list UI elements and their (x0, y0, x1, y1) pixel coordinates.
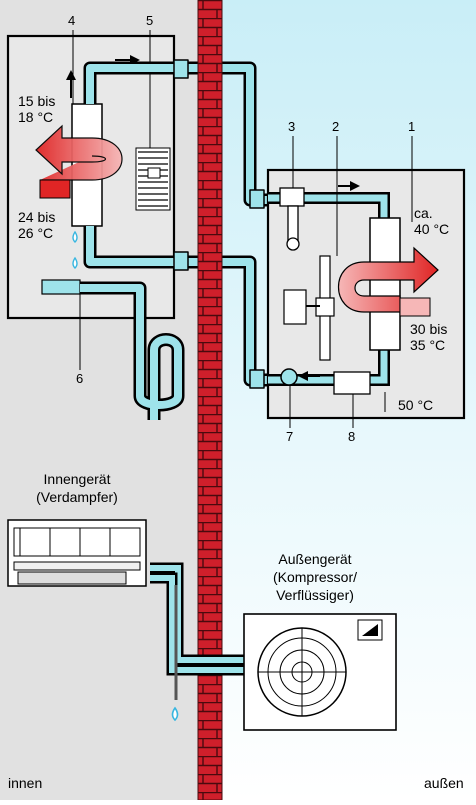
temp-condenser-in-1: ca. (414, 205, 433, 221)
label-3: 3 (288, 119, 296, 134)
label-5: 5 (146, 13, 154, 28)
motor-icon (283, 255, 335, 361)
side-label-outside: außen (424, 775, 464, 791)
temp-outdoor-air-2: 35 °C (410, 337, 446, 353)
temp-indoor-outlet-2: 18 °C (18, 109, 54, 125)
temp-outdoor-exhaust: 50 °C (398, 397, 434, 413)
label-7: 7 (286, 429, 294, 444)
indoor-unit-schematic (6, 30, 176, 370)
label-4: 4 (68, 13, 76, 28)
compressor-icon (279, 187, 305, 251)
label-6: 6 (76, 371, 84, 386)
refrigerant-pipes (80, 59, 300, 420)
brick-wall (197, 0, 223, 801)
label-2: 2 (332, 119, 340, 134)
label-1: 1 (408, 119, 416, 134)
label-8: 8 (348, 429, 356, 444)
side-label-inside: innen (8, 775, 43, 791)
indoor-unit-title-2: (Verdampfer) (36, 489, 118, 505)
temp-condenser-in-2: 40 °C (414, 221, 450, 237)
temp-indoor-outlet-1: 15 bis (18, 93, 56, 109)
outdoor-unit-title-2: (Kompressor/ (272, 569, 358, 585)
outdoor-airflow-arrow (338, 246, 439, 313)
outdoor-unit-title-3: Verflüssiger) (276, 587, 354, 603)
outdoor-unit-schematic (266, 136, 466, 428)
water-drop-icon (171, 706, 179, 722)
temp-indoor-inlet-2: 26 °C (18, 225, 54, 241)
indoor-airflow-arrow (35, 124, 123, 181)
filter-dryer-icon (333, 371, 371, 395)
water-drop-icon (72, 256, 78, 269)
temp-outdoor-air-1: 30 bis (410, 321, 448, 337)
expansion-valve-icon (280, 368, 298, 386)
water-drop-icon (72, 230, 78, 243)
outdoor-unit-illustration (243, 613, 397, 731)
condenser-coil (369, 217, 401, 351)
temp-indoor-inlet-1: 24 bis (18, 209, 56, 225)
outdoor-unit-title-1: Außengerät (278, 551, 352, 567)
indoor-unit-illustration (7, 519, 244, 722)
indoor-fan-icon (135, 147, 171, 211)
indoor-unit-title-1: Innengerät (43, 471, 111, 487)
